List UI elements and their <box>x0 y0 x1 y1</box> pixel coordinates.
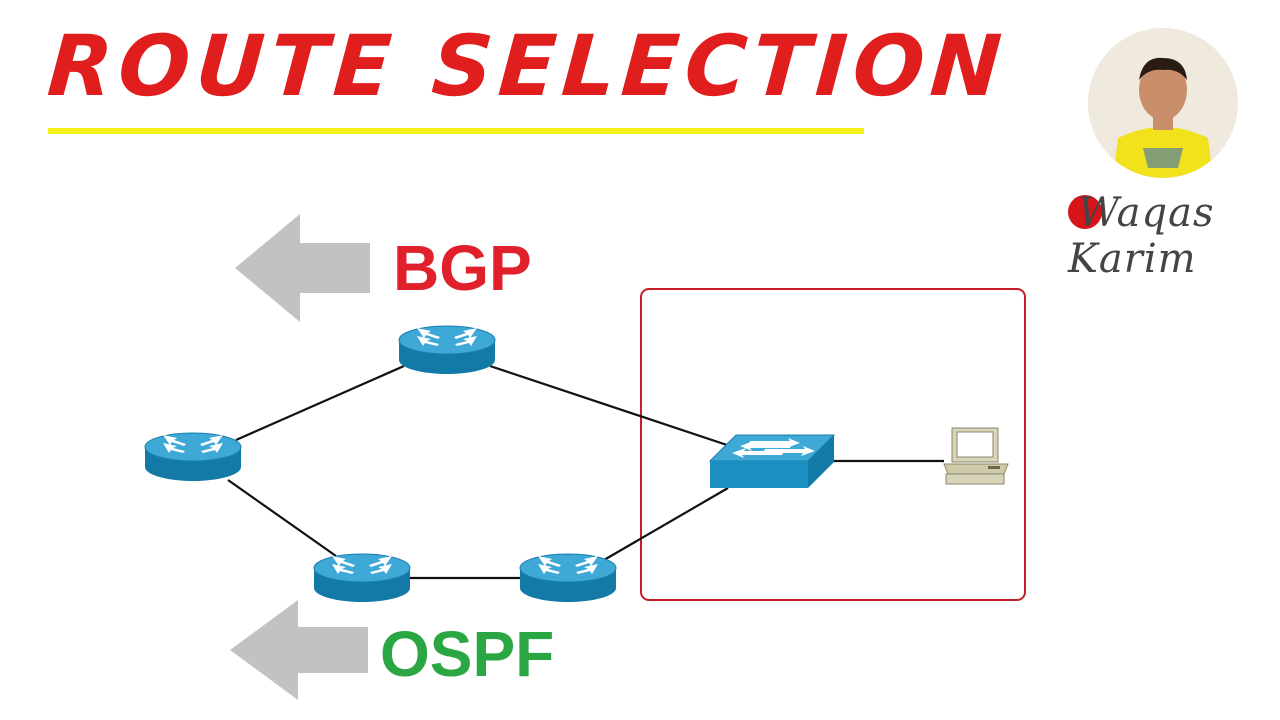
avatar <box>1088 28 1238 178</box>
ospf-label: OSPF <box>380 618 555 690</box>
bgp-arrow-icon <box>235 214 370 322</box>
link-bottomright-switch <box>603 487 729 561</box>
brand-logo: Waqas Karim <box>1068 190 1215 282</box>
computer-icon <box>943 427 1009 485</box>
link-top-switch <box>489 364 737 450</box>
router-top-icon <box>398 325 496 375</box>
brand-dot-icon <box>1068 195 1102 229</box>
link-left-top <box>235 364 405 442</box>
router-bottom-right-icon <box>519 553 617 603</box>
link-left-bottomleft <box>227 479 337 557</box>
bgp-label: BGP <box>393 232 532 304</box>
router-bottom-left-icon <box>313 553 411 603</box>
router-left-icon <box>144 432 242 482</box>
title-underline <box>48 128 864 134</box>
subnet-box <box>640 288 1026 601</box>
ospf-arrow-icon <box>230 600 368 700</box>
switch-icon <box>708 434 836 488</box>
